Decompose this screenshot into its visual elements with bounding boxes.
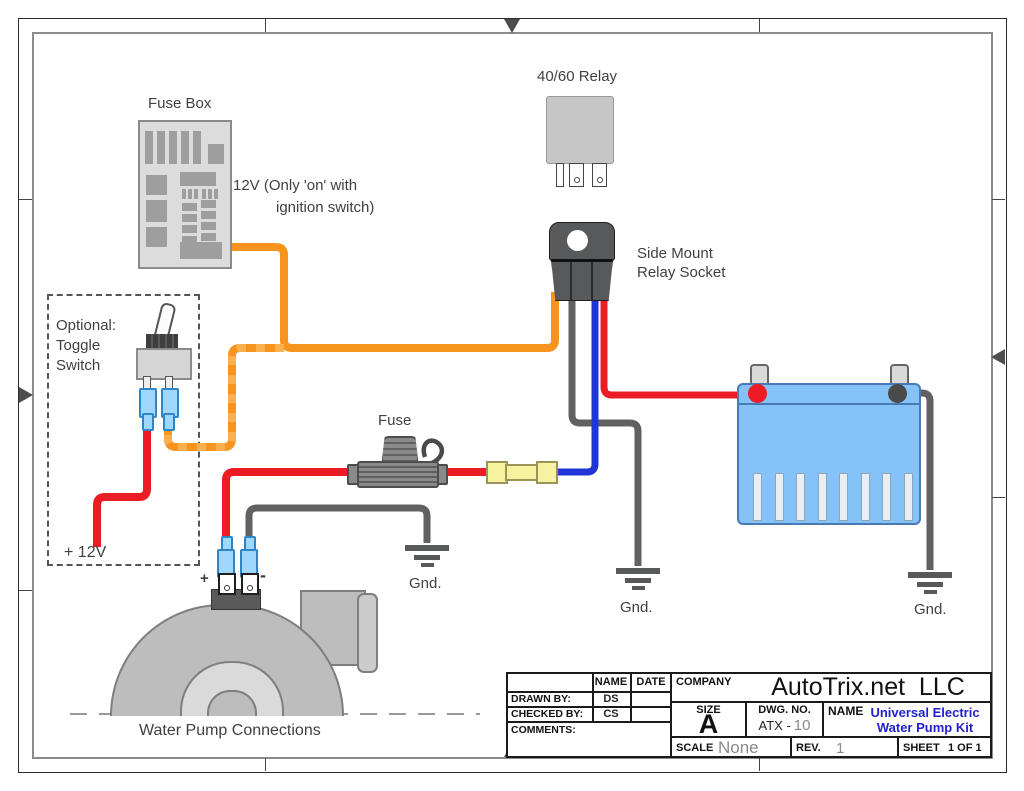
tb-dwg-label: DWG. NO.: [758, 704, 811, 716]
tb-size-value: A: [698, 709, 719, 739]
socket-mount-hole: [567, 230, 588, 251]
frame-tick: [992, 497, 1005, 498]
frame-tick: [992, 199, 1005, 200]
frame-tick: [19, 590, 32, 591]
frame-center-mark-top: [504, 19, 520, 33]
frame-tick: [265, 758, 266, 771]
ground-symbol-socket: [616, 568, 660, 590]
wire-fusebox-to-socket: [227, 243, 559, 352]
wire-socket-to-ground: [568, 292, 642, 566]
tb-checked-by-value: CS: [603, 708, 619, 720]
pump-spade-terminal-negative: [241, 573, 259, 595]
pump-caption: Water Pump Connections: [139, 722, 321, 739]
toggle-body: [136, 348, 192, 380]
toggle-mount: [146, 334, 178, 349]
tb-scale-value: None: [718, 738, 759, 757]
tb-name-label: NAME: [828, 704, 864, 718]
pump-flange: [357, 593, 378, 673]
tb-product-line1: Universal Electric: [870, 705, 980, 720]
pump-minus-label: -: [260, 565, 266, 585]
socket-label-line1: Side Mount: [637, 245, 713, 262]
tb-company-label: COMPANY: [676, 676, 732, 688]
socket-label-line2: Relay Socket: [637, 264, 726, 281]
tb-comments-label: COMMENTS:: [511, 724, 576, 736]
sheet-outer-border: [18, 18, 1007, 773]
battery-negative-terminal: [888, 384, 907, 403]
tb-drawn-by-label: DRAWN BY:: [511, 693, 571, 705]
tb-sheet-value: 1 OF 1: [948, 742, 982, 754]
wire-pump-to-ground: [245, 504, 431, 552]
frame-center-mark-left: [19, 387, 33, 403]
gnd-label-pump: Gnd.: [409, 575, 442, 592]
tb-product-line2: Water Pump Kit: [876, 720, 974, 735]
pump-plus-label: +: [200, 570, 209, 587]
tb-size-label: SIZE: [696, 704, 721, 716]
butt-connector-middle: [505, 464, 540, 481]
fuse-box-label: Fuse Box: [148, 95, 212, 112]
pump-spade-terminal-positive: [218, 573, 236, 595]
ground-symbol-battery: [908, 572, 952, 594]
tb-sheet-label: SHEET: [903, 742, 940, 754]
tb-rev-value: 1: [836, 740, 845, 757]
wire-socket-to-battery: [600, 292, 752, 399]
relay-pin: [556, 163, 564, 187]
battery: [737, 383, 921, 525]
butt-connector-right: [536, 461, 558, 484]
frame-center-mark-right: [991, 349, 1005, 365]
relay-body: [546, 96, 614, 164]
relay-socket-top: [549, 222, 615, 261]
tb-checked-by-label: CHECKED BY:: [511, 708, 584, 720]
fuse-box: [138, 120, 232, 269]
fuse-holder-base: [357, 461, 439, 488]
gnd-label-socket: Gnd.: [620, 599, 653, 616]
ignition-note-line2: ignition switch): [276, 199, 375, 216]
tb-drawn-by-value: DS: [603, 693, 619, 705]
relay-pin: [592, 163, 607, 187]
frame-tick: [759, 758, 760, 771]
wire-pump-to-fuse: [222, 468, 492, 552]
tb-company-name: AutoTrix.net LLC: [771, 673, 965, 701]
sheet-inner-border: [32, 32, 993, 759]
wire-toggle-branch: [164, 344, 284, 451]
optional-toggle-dashed-box: [47, 294, 200, 566]
frame-tick: [19, 199, 32, 200]
relay-pin: [569, 163, 584, 187]
optional-label-line2: Toggle: [56, 337, 101, 354]
battery-positive-terminal: [748, 384, 767, 403]
optional-label-line3: Switch: [56, 357, 101, 374]
relay-socket-bottom: [551, 259, 613, 301]
tb-rev-label: REV.: [796, 742, 821, 754]
plus-12v-label: + 12V: [64, 544, 107, 561]
tb-name-header: NAME: [594, 676, 628, 688]
toggle-connector-tail: [163, 413, 175, 431]
wire-toggle-to-12v: [93, 416, 151, 547]
frame-tick: [265, 19, 266, 32]
gnd-label-battery: Gnd.: [914, 601, 947, 618]
frame-tick: [759, 19, 760, 32]
wire-battery-to-ground: [893, 389, 934, 570]
tb-dwg-value: ATX -10: [758, 717, 811, 734]
tb-scale-label: SCALE: [676, 742, 714, 754]
title-block: NAME DATE DRAWN BY: DS CHECKED BY: CS CO…: [506, 672, 992, 758]
toggle-connector-tail: [142, 413, 154, 431]
relay-label: 40/60 Relay: [537, 68, 618, 85]
ignition-note-line1: 12V (Only 'on' with: [233, 177, 358, 194]
tb-date-header: DATE: [636, 676, 666, 688]
optional-label-line1: Optional:: [56, 317, 117, 334]
ground-symbol-pump: [405, 545, 449, 567]
fuse-label: Fuse: [378, 412, 412, 429]
pump-inner-dome: [207, 690, 257, 716]
wire-connector-to-socket: [552, 292, 599, 476]
